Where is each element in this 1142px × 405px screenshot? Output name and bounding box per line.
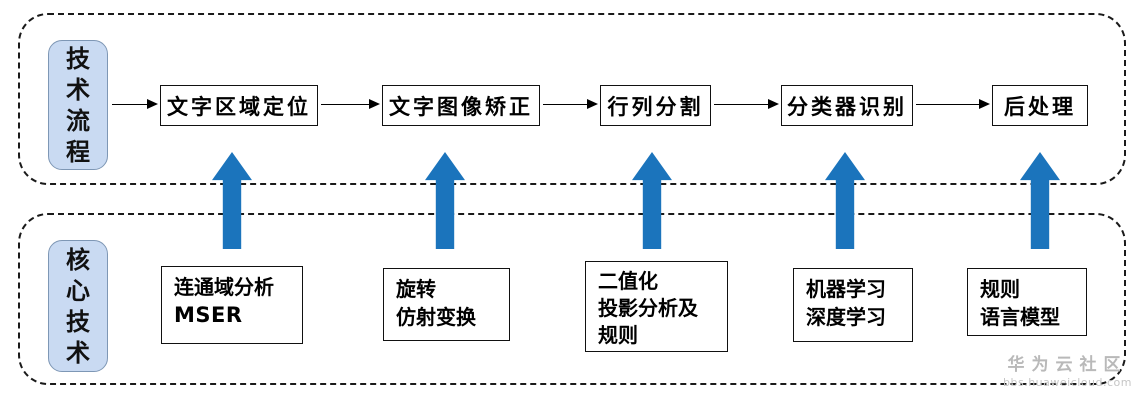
process-flow-label: 技术流程 <box>48 40 108 170</box>
tech-line: 深度学习 <box>806 305 886 329</box>
tech-line: 机器学习 <box>806 277 886 301</box>
core-tech-label: 核心技术 <box>48 240 108 372</box>
flow-arrow-3 <box>714 99 779 109</box>
tech-binarization-projection: 二值化 投影分析及 规则 <box>585 261 728 352</box>
step-text-image-rectify: 文字图像矫正 <box>382 85 540 126</box>
flow-arrow-2 <box>543 99 598 109</box>
core-tech-container <box>18 213 1126 385</box>
tech-connected-domain: 连通域分析 MSER <box>161 266 303 344</box>
tech-line: 规则 <box>598 323 638 347</box>
process-flow-label-text: 技术流程 <box>65 44 90 166</box>
step-classifier-recognition: 分类器识别 <box>781 85 913 126</box>
tech-line: 二值化 <box>598 269 658 293</box>
step-post-processing: 后处理 <box>992 85 1088 126</box>
tech-rule-language-model: 规则 语言模型 <box>967 268 1087 336</box>
tech-line: 仿射变换 <box>396 305 476 329</box>
flow-arrow-4 <box>916 99 990 109</box>
process-flow-container <box>18 13 1126 185</box>
tech-line: 语言模型 <box>980 305 1060 329</box>
tech-line: MSER <box>174 303 243 327</box>
flow-arrow-start <box>112 99 158 109</box>
watermark-site: bbs.huaweicloud.com <box>1003 375 1132 389</box>
tech-line: 规则 <box>980 277 1020 301</box>
tech-rotation-affine: 旋转 仿射变换 <box>383 268 510 341</box>
step-text-region-locating: 文字区域定位 <box>160 85 318 126</box>
watermark-name: 华为云社区 <box>1007 355 1128 375</box>
flow-arrow-1 <box>321 99 380 109</box>
tech-machine-deep-learning: 机器学习 深度学习 <box>793 268 913 342</box>
tech-line: 旋转 <box>396 277 436 301</box>
tech-line: 连通域分析 <box>174 275 274 299</box>
tech-line: 投影分析及 <box>598 296 698 320</box>
core-tech-label-text: 核心技术 <box>65 245 90 367</box>
step-row-column-split: 行列分割 <box>600 85 711 126</box>
watermark: 华为云社区 bbs.huaweicloud.com <box>1003 356 1132 389</box>
